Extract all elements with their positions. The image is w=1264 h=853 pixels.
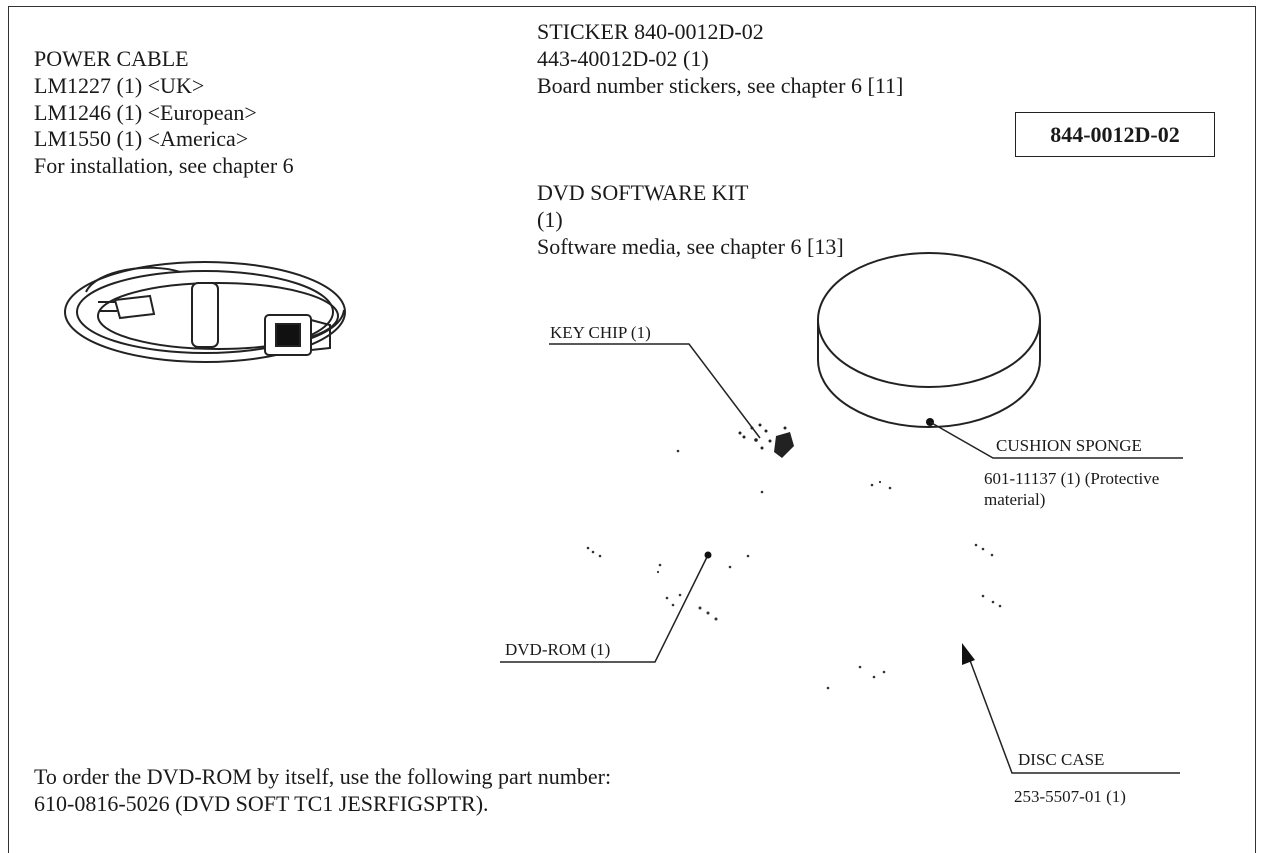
board-number: 844-0012D-02 xyxy=(1050,121,1180,147)
power-cable-icon xyxy=(64,261,346,363)
power-cable-line-eu: LM1246 (1) <European> xyxy=(34,100,257,125)
cushion-sponge-icon xyxy=(817,252,1041,428)
order-note-line-1: To order the DVD-ROM by itself, use the … xyxy=(34,764,612,789)
dvd-rom-leader-line xyxy=(500,554,709,663)
cushion-sponge-part-cont: material) xyxy=(984,490,1046,509)
sticker-title: STICKER 840-0012D-02 xyxy=(537,19,764,44)
sticker-note: Board number stickers, see chapter 6 [11… xyxy=(537,73,904,98)
order-note-line-2: 610-0816-5026 (DVD SOFT TC1 JESRFIGSPTR)… xyxy=(34,791,489,816)
dvd-kit-title: DVD SOFTWARE KIT xyxy=(537,180,749,205)
key-chip-icon xyxy=(738,423,794,458)
power-cable-install-note: For installation, see chapter 6 xyxy=(34,153,294,178)
power-cable-title: POWER CABLE xyxy=(34,46,189,71)
disc-case-label: DISC CASE xyxy=(1018,750,1105,769)
cushion-leader-line xyxy=(929,421,1183,459)
board-number-box: 844-0012D-02 xyxy=(1015,112,1215,157)
dvd-kit-note: Software media, see chapter 6 [13] xyxy=(537,234,844,259)
dvd-rom-marker xyxy=(704,551,712,559)
sticker-part-number: 443-40012D-02 (1) xyxy=(537,46,709,71)
dvd-kit-qty: (1) xyxy=(537,207,563,232)
dvd-rom-label: DVD-ROM (1) xyxy=(505,640,611,659)
disc-case-arrowhead xyxy=(962,643,975,665)
power-cable-line-us: LM1550 (1) <America> xyxy=(34,126,249,151)
cushion-sponge-part: 601-11137 (1) (Protective xyxy=(984,469,1160,488)
disc-case-part: 253-5507-01 (1) xyxy=(1014,787,1126,806)
key-chip-label: KEY CHIP (1) xyxy=(550,323,651,342)
disc-case-leader-line xyxy=(967,654,1180,774)
disc-scatter-dots xyxy=(586,449,1002,690)
page-frame xyxy=(8,6,1256,853)
power-cable-line-uk: LM1227 (1) <UK> xyxy=(34,73,205,98)
cushion-sponge-label: CUSHION SPONGE xyxy=(996,436,1142,455)
key-chip-leader-line xyxy=(549,343,761,439)
